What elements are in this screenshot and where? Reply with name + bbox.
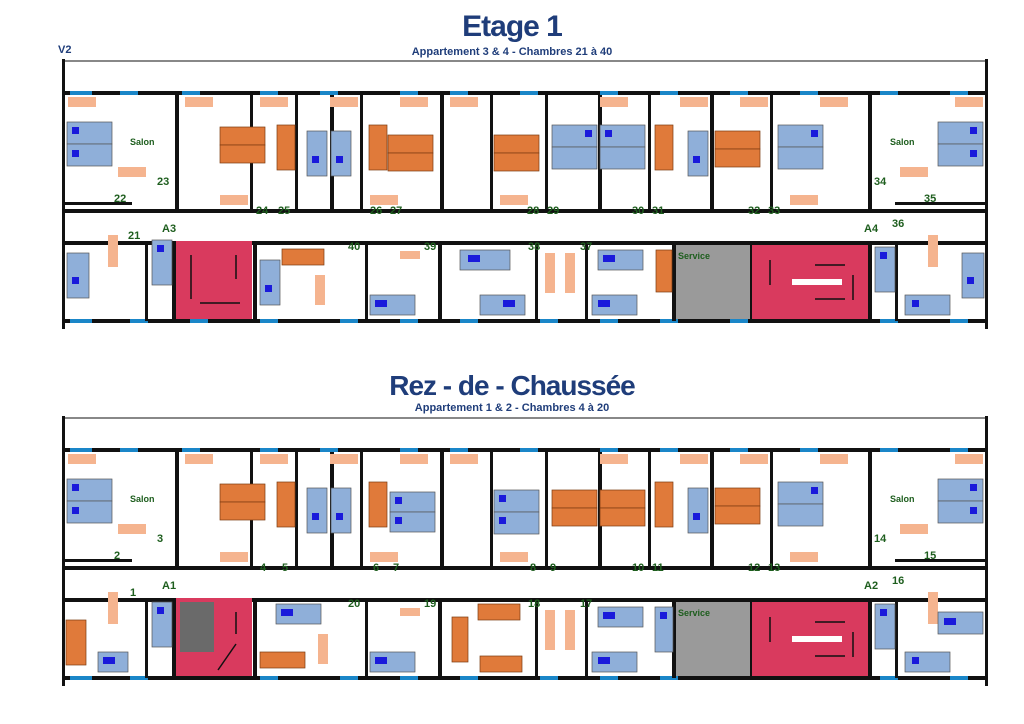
wardrobes bbox=[65, 481, 761, 673]
building-code: V2 bbox=[58, 44, 72, 56]
salon-label-left: Salon bbox=[130, 137, 155, 147]
room-number: 12 bbox=[748, 562, 760, 574]
room-number: 18 bbox=[528, 598, 540, 610]
room-number: 15 bbox=[924, 550, 936, 562]
room-number: 40 bbox=[348, 241, 360, 253]
room-number: 14 bbox=[874, 533, 887, 545]
room-number: 23 bbox=[157, 176, 169, 188]
room-number: 6 bbox=[373, 562, 379, 574]
stair-label-a3: A3 bbox=[162, 223, 176, 235]
room-number: 27 bbox=[390, 205, 402, 217]
floor-title: Rez - de - Chaussée bbox=[389, 370, 636, 401]
room-number: 37 bbox=[580, 241, 592, 253]
room-number: 16 bbox=[892, 575, 904, 587]
room-number: 39 bbox=[424, 241, 436, 253]
desks bbox=[68, 454, 983, 664]
service-label: Service bbox=[678, 251, 710, 261]
beds bbox=[66, 478, 984, 673]
room-number: 26 bbox=[370, 205, 382, 217]
beds bbox=[66, 121, 985, 316]
room-number: 17 bbox=[580, 598, 592, 610]
service-label: Service bbox=[678, 608, 710, 618]
floor-plan-etage-1: A3 A4 Salon Salon Service 22 23 24 25 26… bbox=[62, 59, 988, 329]
service-area bbox=[676, 245, 750, 319]
windows-bottom bbox=[70, 676, 968, 680]
room-number: 35 bbox=[924, 193, 936, 205]
room-numbers-top: 22 23 24 25 26 27 28 29 30 31 32 33 34 3… bbox=[114, 176, 936, 217]
outer-wall-left bbox=[62, 59, 65, 329]
room-number: 2 bbox=[114, 550, 120, 562]
corridor-wall-bottom bbox=[62, 598, 988, 602]
room-number: 19 bbox=[424, 598, 436, 610]
room-number: 32 bbox=[748, 205, 760, 217]
stair-arrows bbox=[190, 255, 854, 304]
windows-top bbox=[70, 91, 968, 95]
room-numbers-bottom: 21 40 39 38 37 36 bbox=[128, 218, 904, 253]
room-number: 11 bbox=[652, 562, 664, 574]
room-number: 28 bbox=[527, 205, 539, 217]
bed-pillows bbox=[72, 127, 977, 307]
bottom-facade-wall bbox=[62, 319, 988, 323]
bottom-facade-wall bbox=[62, 676, 988, 680]
wardrobes bbox=[219, 124, 761, 293]
stair-label-a4: A4 bbox=[864, 223, 879, 235]
room-number: 4 bbox=[260, 562, 267, 574]
corridor-wall-top bbox=[62, 566, 988, 570]
room-number: 5 bbox=[282, 562, 288, 574]
salon-label-left: Salon bbox=[130, 494, 155, 504]
room-numbers-bottom: 1 20 19 18 17 16 bbox=[130, 575, 904, 610]
room-number: 34 bbox=[874, 176, 887, 188]
windows-bottom bbox=[70, 319, 968, 323]
bed-pillows bbox=[72, 484, 977, 664]
room-number: 30 bbox=[632, 205, 644, 217]
stair-label-a1: A1 bbox=[162, 580, 176, 592]
partitions-bottom bbox=[145, 245, 898, 321]
room-number: 33 bbox=[768, 205, 780, 217]
floor-plan-rez-de-chaussee: A1 A2 Salon Salon Service 2 3 4 5 6 7 8 … bbox=[62, 416, 988, 686]
room-number: 31 bbox=[652, 205, 664, 217]
room-numbers-top: 2 3 4 5 6 7 8 9 10 11 12 13 14 15 bbox=[114, 533, 936, 574]
room-number: 7 bbox=[393, 562, 399, 574]
stairwell-left bbox=[176, 241, 252, 319]
room-number: 22 bbox=[114, 193, 126, 205]
service-area bbox=[676, 602, 750, 676]
room-number: 1 bbox=[130, 587, 136, 599]
stair-label-a2: A2 bbox=[864, 580, 878, 592]
room-number: 8 bbox=[530, 562, 536, 574]
corridor-wall-top bbox=[62, 209, 988, 213]
room-number: 38 bbox=[528, 241, 540, 253]
salon-label-right: Salon bbox=[890, 494, 915, 504]
room-number: 21 bbox=[128, 230, 140, 242]
room-number: 9 bbox=[550, 562, 556, 574]
room-number: 13 bbox=[768, 562, 780, 574]
corridor-wall-bottom bbox=[62, 241, 988, 245]
room-number: 20 bbox=[348, 598, 360, 610]
desks bbox=[68, 97, 983, 305]
room-number: 36 bbox=[892, 218, 904, 230]
room-number: 10 bbox=[632, 562, 644, 574]
outer-wall-right bbox=[985, 59, 988, 329]
room-number: 3 bbox=[157, 533, 163, 545]
room-number: 29 bbox=[547, 205, 559, 217]
floor-subtitle: Appartement 1 & 2 - Chambres 4 à 20 bbox=[414, 402, 610, 414]
room-number: 24 bbox=[256, 205, 269, 217]
salon-label-right: Salon bbox=[890, 137, 915, 147]
windows-top bbox=[70, 448, 968, 452]
floor-subtitle: Appartement 3 & 4 - Chambres 21 à 40 bbox=[411, 46, 613, 58]
stair-arrows bbox=[217, 612, 854, 671]
floor-title: Etage 1 bbox=[462, 10, 563, 43]
room-number: 25 bbox=[278, 205, 290, 217]
